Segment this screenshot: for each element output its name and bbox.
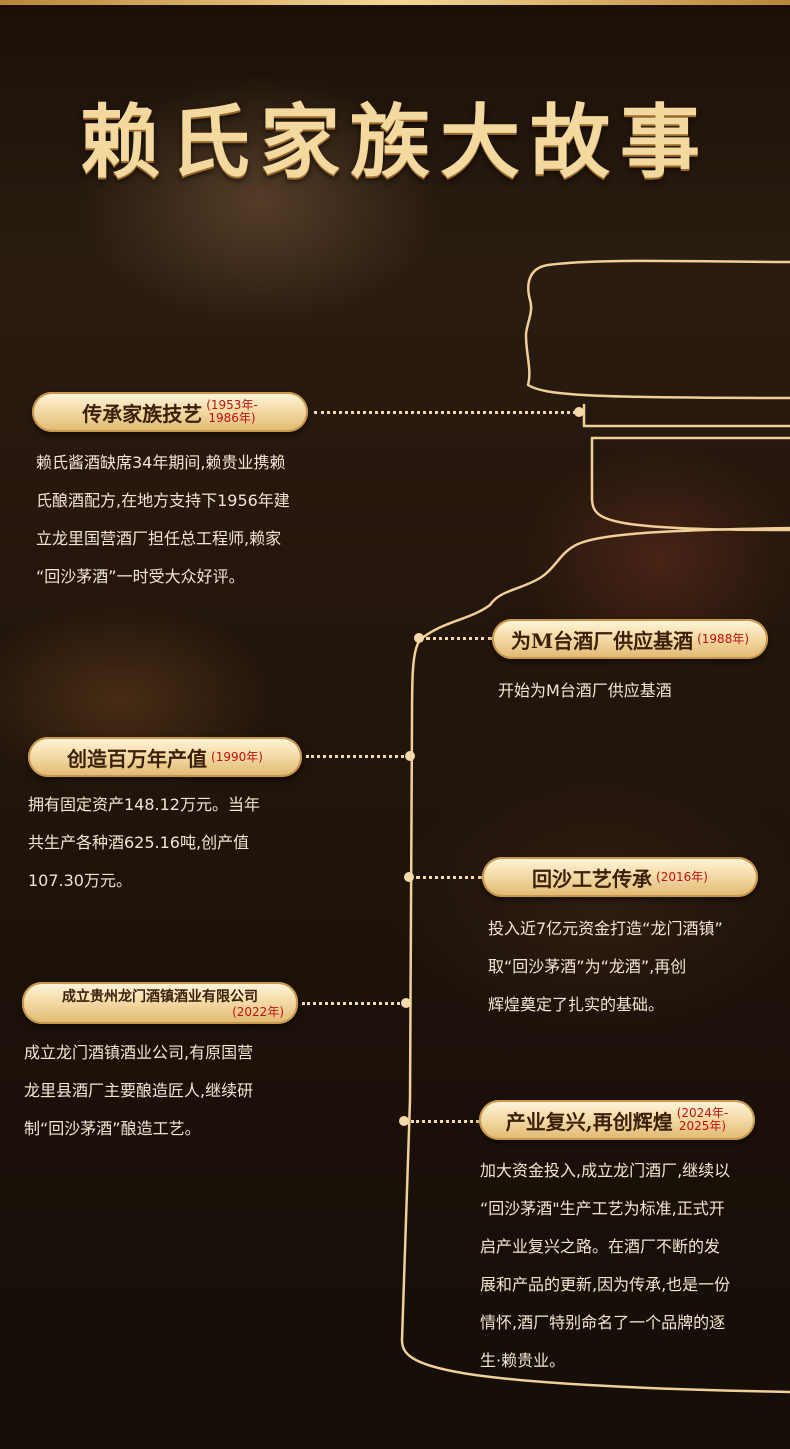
event-1-desc-line: 氏酿酒配方,在地方支持下1956年建 xyxy=(36,491,290,510)
event-5-year: (2022年) xyxy=(232,1004,284,1019)
event-1-year: (1953年- 1986年) xyxy=(206,399,258,425)
event-1-label: 传承家族技艺 xyxy=(82,401,203,426)
event-6-year-line1: (2024年- xyxy=(676,1106,729,1120)
event-1-badge: 传承家族技艺 (1953年- 1986年) xyxy=(32,392,308,432)
event-5-label: 成立贵州龙门酒镇酒业有限公司 xyxy=(62,988,258,1005)
event-1-desc-line: 立龙里国营酒厂担任总工程师,赖家 xyxy=(36,529,282,548)
event-4-description: 投入近7亿元资金打造“龙门酒镇” 取“回沙茅酒”为“龙酒”,再创 辉煌奠定了扎实… xyxy=(488,910,778,1024)
event-5-desc-line: 成立龙门酒镇酒业公司,有原国营 xyxy=(24,1043,254,1062)
event-6-desc-line: “回沙茅酒"生产工艺为标准,正式开 xyxy=(480,1199,725,1218)
page-title: 赖氏家族大故事 xyxy=(80,95,710,189)
event-5-description: 成立龙门酒镇酒业公司,有原国营 龙里县酒厂主要酿造匠人,继续研 制“回沙茅酒”酿… xyxy=(24,1034,314,1148)
event-6-desc-line: 展和产品的更新,因为传承,也是一份 xyxy=(480,1275,731,1294)
event-3-desc-line: 共生产各种酒625.16吨,创产值 xyxy=(28,833,250,852)
event-1-node xyxy=(574,407,584,417)
event-4-desc-line: 取“回沙茅酒”为“龙酒”,再创 xyxy=(488,957,687,976)
event-5-badge: 成立贵州龙门酒镇酒业有限公司 (2022年) xyxy=(22,982,298,1024)
event-2-year: (1988年) xyxy=(697,631,750,646)
event-6-year-line2: 2025年) xyxy=(678,1119,727,1133)
event-3-desc-line: 107.30万元。 xyxy=(28,871,132,890)
event-4-desc-line: 辉煌奠定了扎实的基础。 xyxy=(488,995,665,1014)
event-1-description: 赖氏酱酒缺席34年期间,赖贵业携赖 氏酿酒配方,在地方支持下1956年建 立龙里… xyxy=(36,444,326,596)
event-3-description: 拥有固定资产148.12万元。当年 共生产各种酒625.16吨,创产值 107.… xyxy=(28,786,318,900)
event-5-desc-line: 龙里县酒厂主要酿造匠人,继续研 xyxy=(24,1081,254,1100)
event-2-description: 开始为M台酒厂供应基酒 xyxy=(498,672,778,710)
event-2-connector xyxy=(426,637,492,640)
event-3-node xyxy=(405,751,415,761)
event-6-description: 加大资金投入,成立龙门酒厂,继续以 “回沙茅酒"生产工艺为标准,正式开 启产业复… xyxy=(480,1152,780,1380)
event-2-badge: 为M台酒厂供应基酒 (1988年) xyxy=(492,619,768,659)
event-6-label: 产业复兴,再创辉煌 xyxy=(505,1109,673,1134)
event-1-year-line2: 1986年) xyxy=(208,411,256,425)
event-6-badge: 产业复兴,再创辉煌 (2024年- 2025年) xyxy=(479,1100,755,1140)
event-3-label: 创造百万年产值 xyxy=(67,746,208,771)
event-1-year-line1: (1953年- xyxy=(206,398,258,412)
event-6-node xyxy=(399,1116,409,1126)
event-3-year: (1990年) xyxy=(211,749,263,764)
event-6-desc-line: 加大资金投入,成立龙门酒厂,继续以 xyxy=(480,1161,731,1180)
event-6-desc-line: 启产业复兴之路。在酒厂不断的发 xyxy=(480,1237,721,1256)
event-1-desc-line: “回沙茅酒”一时受大众好评。 xyxy=(36,567,245,586)
event-4-year: (2016年) xyxy=(656,869,708,884)
event-3-connector xyxy=(306,755,404,758)
event-6-year: (2024年- 2025年) xyxy=(677,1107,729,1133)
event-6-connector xyxy=(411,1120,479,1123)
event-5-desc-line: 制“回沙茅酒”酿造工艺。 xyxy=(24,1119,201,1138)
event-4-label: 回沙工艺传承 xyxy=(532,866,653,891)
event-5-connector xyxy=(302,1002,400,1005)
event-2-desc-line: 开始为M台酒厂供应基酒 xyxy=(498,681,672,700)
event-6-desc-line: 情怀,酒厂特别命名了一个品牌的逐 xyxy=(480,1313,726,1332)
event-4-desc-line: 投入近7亿元资金打造“龙门酒镇” xyxy=(488,919,723,938)
event-1-desc-line: 赖氏酱酒缺席34年期间,赖贵业携赖 xyxy=(36,453,286,472)
event-4-badge: 回沙工艺传承 (2016年) xyxy=(482,857,758,897)
event-3-desc-line: 拥有固定资产148.12万元。当年 xyxy=(28,795,260,814)
event-3-badge: 创造百万年产值 (1990年) xyxy=(28,737,302,777)
event-4-node xyxy=(404,872,414,882)
top-gold-bar xyxy=(0,0,790,5)
event-1-connector xyxy=(314,411,576,414)
event-6-desc-line: 生·赖贵业。 xyxy=(480,1351,566,1370)
event-4-connector xyxy=(416,876,482,879)
event-5-node xyxy=(401,998,411,1008)
event-2-label: 为M台酒厂供应基酒 xyxy=(510,628,694,653)
event-2-node xyxy=(414,633,424,643)
